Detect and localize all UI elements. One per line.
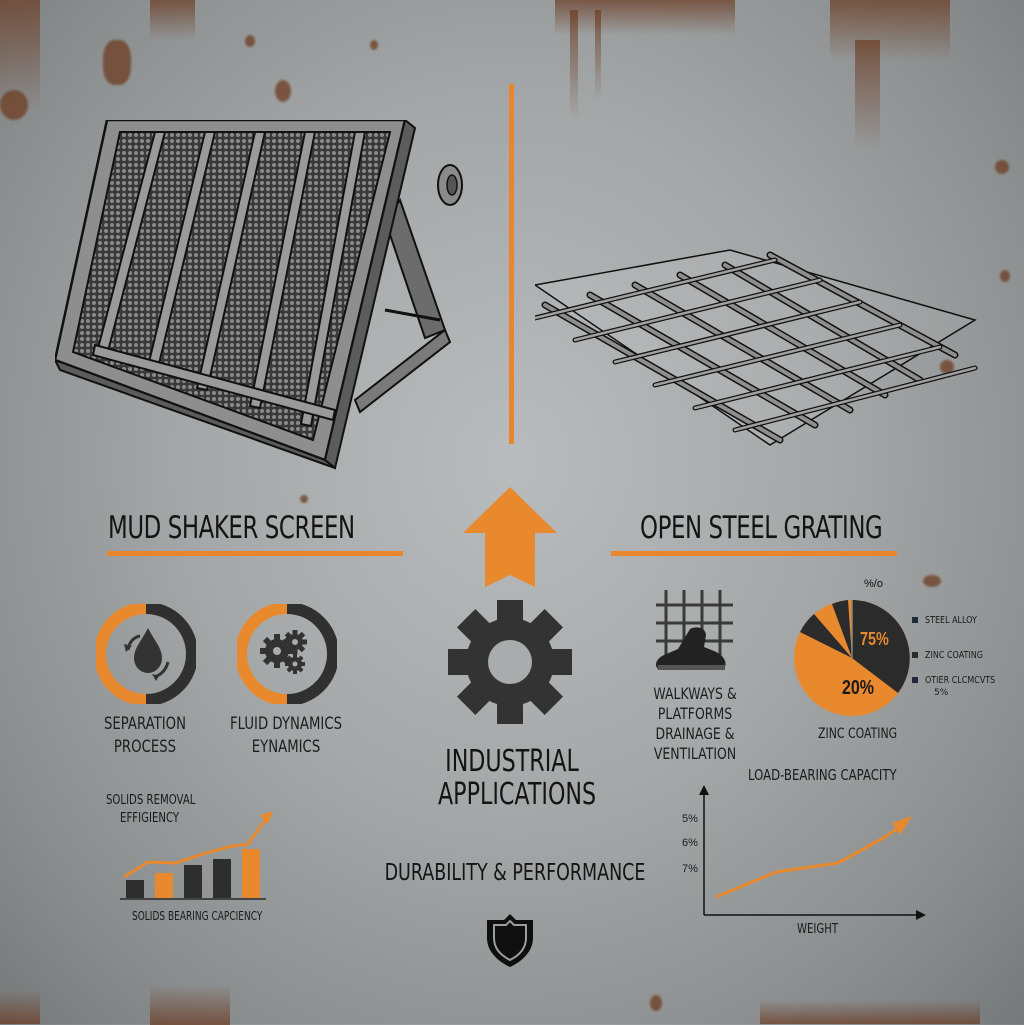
use-case-line2: DRAINAGE & bbox=[655, 724, 735, 743]
mud-shaker-screen-illustration bbox=[52, 118, 475, 470]
bar-4 bbox=[213, 859, 231, 898]
center-left-rule bbox=[370, 551, 402, 556]
solids-removal-line1: SOLIDS REMOVAL bbox=[106, 793, 196, 808]
industrial-applications-line1: INDUSTRIAL bbox=[445, 744, 579, 779]
pie-label-75: 75% bbox=[860, 629, 889, 649]
steel-grating-title: OPEN STEEL GRATING bbox=[640, 510, 883, 546]
bar-2 bbox=[155, 873, 173, 898]
solids-removal-bar-chart bbox=[118, 805, 288, 905]
shield-icon bbox=[485, 912, 535, 968]
solids-bearing-xlabel: SOLIDS BEARING CAPCIENCY bbox=[132, 909, 263, 923]
fluid-label-line2: EYNAMICS bbox=[251, 737, 321, 757]
steel-grating-underline bbox=[611, 551, 897, 556]
industrial-applications-line2: APPLICATIONS bbox=[438, 777, 597, 812]
use-case-line1: WALKWAYS & PLATFORMS bbox=[653, 684, 737, 723]
legend-swatch bbox=[912, 677, 918, 683]
legend-swatch bbox=[912, 617, 918, 623]
solids-removal-title: SOLIDS REMOVAL EFFIGIENCY bbox=[106, 792, 195, 828]
industrial-applications-title: INDUSTRIAL APPLICATIONS bbox=[412, 745, 612, 811]
legend-item-other: OTIER CLCMCVTS bbox=[912, 672, 1013, 688]
fluid-label-line1: FLUID DYNAMICS bbox=[229, 714, 343, 734]
legend-label: STEEL ALLOY bbox=[925, 614, 977, 626]
load-bearing-line-chart: 5% 6% 7% bbox=[680, 785, 930, 925]
weight-xlabel: WEIGHT bbox=[797, 922, 839, 937]
fluid-dynamics-label: FLUID DYNAMICS EYNAMICS bbox=[224, 713, 349, 759]
gears-icon bbox=[260, 630, 307, 674]
load-bearing-title: LOAD-BEARING CAPACITY bbox=[748, 766, 897, 784]
mud-shaker-title: MUD SHAKER SCREEN bbox=[108, 510, 355, 546]
ytick-3: 7% bbox=[682, 863, 698, 875]
separation-label-line1: SEPARATION bbox=[103, 714, 187, 734]
ytick-1: 5% bbox=[682, 813, 698, 825]
bar-3 bbox=[184, 865, 202, 898]
legend-item-zinc-coating: ZINC COATING bbox=[912, 647, 1013, 663]
oil-drop-cycle-icon bbox=[124, 628, 170, 681]
pie-top-label: %/o bbox=[864, 578, 883, 590]
use-case-label: WALKWAYS & PLATFORMS DRAINAGE & VENTILAT… bbox=[621, 684, 769, 764]
pie-caption: ZINC COATING bbox=[818, 726, 898, 742]
steel-grating-illustration bbox=[532, 240, 985, 460]
solids-removal-line2: EFFIGIENCY bbox=[120, 811, 180, 826]
separation-process-ring bbox=[94, 602, 198, 706]
up-arrow-icon bbox=[462, 487, 558, 587]
legend-label: OTIER CLCMCVTS bbox=[925, 674, 996, 686]
legend-item-steel-alloy: STEEL ALLOY bbox=[912, 612, 1013, 628]
legend-extra: 5% bbox=[934, 688, 949, 698]
gear-icon bbox=[447, 600, 573, 724]
center-divider bbox=[509, 84, 514, 444]
ytick-2: 6% bbox=[682, 837, 698, 849]
legend-label: ZINC COATING bbox=[925, 649, 983, 661]
composition-pie-chart: 75% 20% bbox=[792, 597, 912, 719]
durability-subtitle: DURABILITY & PERFORMANCE bbox=[384, 860, 646, 886]
fluid-dynamics-ring bbox=[235, 602, 339, 706]
mud-shaker-underline bbox=[107, 551, 403, 556]
separation-label-line2: PROCESS bbox=[113, 737, 177, 757]
bar-5 bbox=[242, 849, 260, 898]
grate-boot-icon bbox=[648, 585, 740, 677]
separation-process-label: SEPARATION PROCESS bbox=[87, 713, 204, 759]
pie-label-20: 20% bbox=[842, 677, 875, 699]
legend-swatch bbox=[912, 652, 918, 658]
bar-1 bbox=[126, 880, 144, 898]
pie-legend: STEEL ALLOY ZINC COATING OTIER CLCMCVTS … bbox=[912, 612, 1013, 698]
use-case-line3: VENTILATION bbox=[653, 744, 737, 763]
